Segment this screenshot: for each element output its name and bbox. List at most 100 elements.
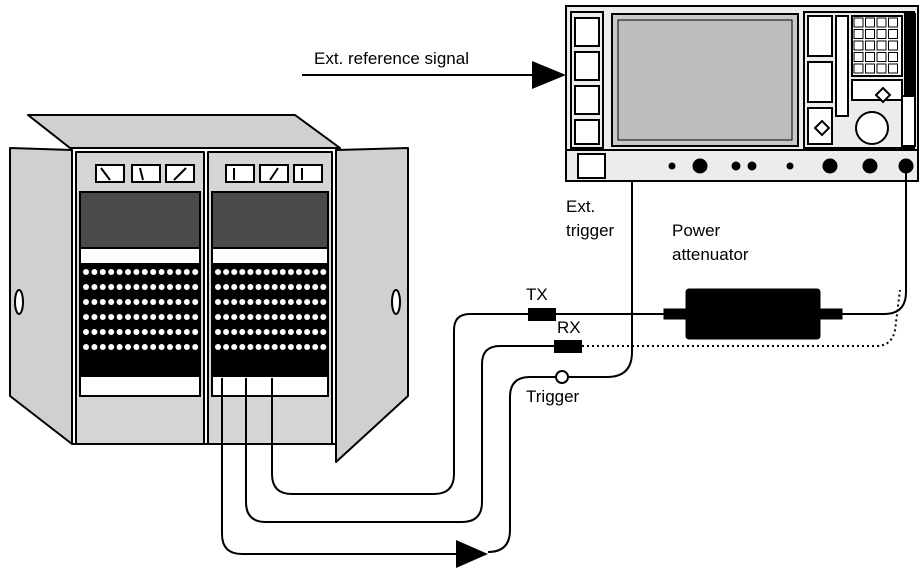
power-attenuator-label-line1: Power bbox=[672, 221, 721, 240]
connector-dot bbox=[192, 299, 199, 305]
connector-dot bbox=[247, 344, 254, 350]
connector-dot bbox=[239, 329, 246, 335]
keypad-key bbox=[888, 17, 898, 28]
tx-connector-icon bbox=[528, 308, 556, 321]
connector-dot bbox=[91, 269, 98, 275]
ext-trigger-label-line1: Ext. bbox=[566, 197, 595, 216]
connector-dot bbox=[108, 284, 115, 290]
connector-dot bbox=[183, 344, 190, 350]
connector-dot bbox=[231, 269, 238, 275]
connector-dot bbox=[125, 299, 131, 305]
connector-dot bbox=[263, 344, 270, 350]
connector-dot bbox=[108, 344, 115, 350]
connector-dot bbox=[175, 299, 182, 305]
connector-dot bbox=[167, 299, 173, 305]
connector-dot bbox=[175, 344, 182, 350]
connector-dot bbox=[247, 314, 254, 320]
connector-dot bbox=[312, 269, 319, 275]
connector-dot bbox=[279, 269, 286, 275]
connector-dot bbox=[296, 299, 302, 305]
connector-dot bbox=[91, 344, 98, 350]
connector-dot bbox=[247, 299, 254, 305]
connector-dot bbox=[158, 284, 165, 290]
connector-dot bbox=[183, 314, 190, 320]
keypad-key bbox=[876, 17, 887, 28]
connector-dot bbox=[133, 299, 140, 305]
keypad-key bbox=[853, 17, 864, 28]
connector-dot bbox=[158, 299, 165, 305]
connector-dot bbox=[125, 329, 131, 335]
ext-reference-arrow bbox=[302, 61, 566, 89]
connector-dot bbox=[175, 329, 182, 335]
connector-dot bbox=[192, 284, 199, 290]
connector-dot bbox=[108, 314, 115, 320]
right-door-handle bbox=[391, 289, 401, 315]
connector-dot bbox=[231, 284, 238, 290]
connector-dot bbox=[271, 284, 278, 290]
cabinet-meters-left bbox=[95, 164, 195, 183]
keypad-key bbox=[888, 52, 898, 62]
connector-dot bbox=[304, 299, 311, 305]
connector-dot bbox=[279, 344, 286, 350]
connector-dot bbox=[175, 269, 182, 275]
connector-dot bbox=[116, 269, 123, 275]
connector-dot bbox=[255, 344, 262, 350]
connector-dot bbox=[287, 284, 294, 290]
trigger-connector-icon bbox=[555, 370, 569, 384]
connector-dot bbox=[304, 314, 311, 320]
connector-dot bbox=[108, 329, 115, 335]
connector-dot bbox=[116, 314, 123, 320]
keypad-key bbox=[865, 40, 875, 51]
tx-label: TX bbox=[526, 285, 548, 304]
connector-dot bbox=[167, 344, 173, 350]
connector-dot bbox=[296, 344, 302, 350]
connector-dot bbox=[223, 284, 230, 290]
connector-dot bbox=[125, 284, 131, 290]
connector-dot bbox=[141, 284, 148, 290]
connector-dot bbox=[192, 269, 199, 275]
connector-dot bbox=[99, 299, 106, 305]
connector-dot bbox=[83, 314, 89, 320]
connector-dot bbox=[263, 329, 270, 335]
connector-dot bbox=[133, 344, 140, 350]
keypad-key bbox=[876, 40, 887, 51]
connector-dot bbox=[215, 269, 221, 275]
connector-dot bbox=[279, 299, 286, 305]
connector-dot bbox=[296, 314, 302, 320]
keypad-key bbox=[876, 63, 887, 74]
connector-dot bbox=[263, 269, 270, 275]
keypad-key bbox=[865, 63, 875, 74]
cabinet-connector-grid-left bbox=[83, 269, 199, 350]
connector-dot bbox=[239, 269, 246, 275]
connector-dot bbox=[271, 269, 278, 275]
ext-reference-signal-label: Ext. reference signal bbox=[314, 49, 469, 68]
keypad-key bbox=[853, 63, 864, 74]
connector-dot bbox=[99, 344, 106, 350]
keypad-key bbox=[888, 63, 898, 74]
ext-trigger-cable bbox=[568, 181, 633, 378]
connector-dot bbox=[271, 299, 278, 305]
analyzer-keypad bbox=[853, 17, 898, 74]
keypad-key bbox=[865, 52, 875, 62]
connector-dot bbox=[312, 344, 319, 350]
connector-dot bbox=[141, 344, 148, 350]
connector-dot bbox=[304, 269, 311, 275]
analyzer-power-switch bbox=[577, 153, 606, 179]
keypad-key bbox=[853, 29, 864, 39]
keypad-key bbox=[876, 52, 887, 62]
connector-dot bbox=[271, 329, 278, 335]
connector-dot bbox=[271, 344, 278, 350]
connector-dot bbox=[263, 284, 270, 290]
connector-dot bbox=[215, 329, 221, 335]
connector-dot bbox=[255, 299, 262, 305]
connector-dot bbox=[312, 329, 319, 335]
connector-dot bbox=[167, 284, 173, 290]
connector-dot bbox=[296, 269, 302, 275]
connector-dot bbox=[116, 299, 123, 305]
connector-dot bbox=[263, 314, 270, 320]
cabinet-roof bbox=[27, 114, 341, 149]
analyzer-knob-icon bbox=[813, 86, 892, 145]
connector-dot bbox=[108, 299, 115, 305]
connector-dot bbox=[91, 299, 98, 305]
